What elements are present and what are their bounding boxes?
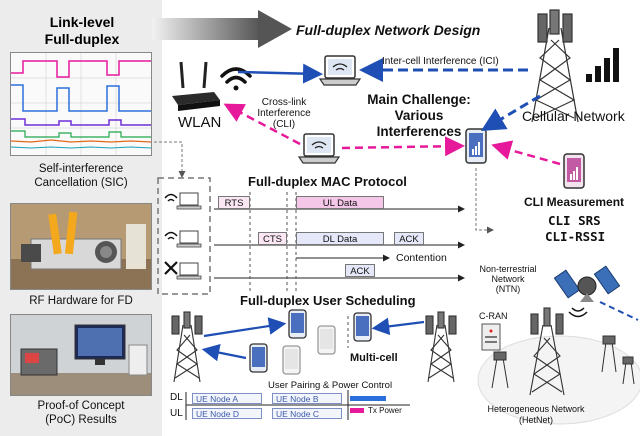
mac-devices-frame bbox=[157, 177, 211, 295]
phone-center-icon bbox=[465, 128, 487, 164]
sched-phone-4-icon bbox=[317, 325, 336, 355]
laptop-top-wifi-icon bbox=[332, 63, 348, 71]
wifi-signal-icon bbox=[220, 67, 252, 91]
dl-power-bar bbox=[350, 396, 386, 401]
cli-rssi-label: CLI-RSSI bbox=[545, 229, 606, 244]
satellite-icon bbox=[553, 265, 621, 302]
cli-measurement-title: CLI Measurement bbox=[524, 195, 625, 209]
hetnet-label: Heterogeneous Network (HetNet) bbox=[487, 404, 585, 425]
rf-hardware-image bbox=[11, 204, 151, 289]
poc-caption: Proof-of Concept (PoC) Results bbox=[37, 400, 125, 426]
small-cell-1-icon bbox=[491, 351, 509, 389]
ack-frame-2: ACK bbox=[345, 264, 375, 277]
ue-node-a-cell: UE Node A bbox=[192, 393, 262, 404]
main-challenge-label: Main Challenge: Various Interferences bbox=[367, 92, 471, 139]
laptop-top-icon bbox=[318, 55, 362, 86]
router-to-laptop-arrow bbox=[237, 63, 323, 84]
cli-measure-connector bbox=[475, 168, 494, 234]
cli-to-router-arrow bbox=[223, 103, 301, 146]
ul-power-bar bbox=[350, 408, 364, 413]
small-cell-3-icon bbox=[622, 356, 635, 385]
tx-power-label: Tx Power bbox=[368, 406, 402, 415]
sic-caption: Self-interference Cancellation (SIC) bbox=[34, 163, 128, 189]
ul-row-label: UL bbox=[170, 408, 183, 419]
sched-ul-arrow bbox=[201, 343, 247, 362]
poc-photo bbox=[10, 314, 152, 396]
sched-phone-3-icon bbox=[282, 345, 301, 375]
ntn-signal-icon bbox=[568, 307, 588, 318]
contention-label: Contention bbox=[396, 252, 447, 264]
pairing-label: User Pairing & Power Control bbox=[268, 380, 393, 391]
ntn-link bbox=[599, 301, 639, 321]
mac-device-3 bbox=[164, 261, 202, 280]
ack-frame-1: ACK bbox=[394, 232, 424, 245]
rf-hardware-photo bbox=[10, 203, 152, 290]
wlan-label: WLAN bbox=[178, 114, 222, 131]
mac-device-2 bbox=[164, 230, 202, 248]
scheduling-title: Full-duplex User Scheduling bbox=[240, 293, 416, 308]
ue-node-c-cell: UE Node C bbox=[272, 408, 342, 419]
mac-device-1 bbox=[164, 192, 202, 210]
small-cell-2-icon bbox=[601, 335, 617, 373]
network-design-title: Full-duplex Network Design bbox=[296, 22, 481, 38]
cts-frame: CTS bbox=[258, 232, 287, 245]
ul-data-frame: UL Data bbox=[296, 196, 384, 209]
sched-intercell-arrow bbox=[371, 317, 425, 336]
hetnet-tower-icon bbox=[529, 307, 565, 396]
mac-title: Full-duplex MAC Protocol bbox=[248, 174, 407, 189]
rts-frame: RTS bbox=[218, 196, 250, 209]
multi-cell-label: Multi-cell bbox=[350, 352, 398, 364]
sched-dl-arrow bbox=[203, 317, 287, 338]
tower-to-phone-arrow bbox=[480, 94, 541, 132]
link-to-network-arrow bbox=[152, 10, 292, 48]
laptop-middle-wifi-icon bbox=[311, 141, 327, 149]
sic-connector bbox=[154, 141, 186, 178]
cellular-label: Cellular Network bbox=[522, 108, 625, 124]
sic-waveform bbox=[10, 53, 152, 155]
sched-tower-right-icon bbox=[425, 311, 457, 383]
ntn-label: Non-terrestrial Network (NTN) bbox=[479, 264, 537, 294]
sched-phone-5-icon bbox=[353, 312, 372, 342]
wlan-router-icon bbox=[172, 61, 220, 111]
ici-label: Inter-cell Interference (ICI) bbox=[382, 56, 499, 67]
cli-to-phone-arrow bbox=[341, 136, 465, 157]
cellular-tower-icon bbox=[531, 9, 579, 123]
dl-row-label: DL bbox=[170, 392, 183, 403]
phone-cli-icon bbox=[563, 153, 585, 189]
laptop-middle-icon bbox=[297, 133, 341, 164]
link-level-title: Link-level Full-duplex bbox=[44, 14, 120, 47]
sched-phone-2-icon bbox=[249, 343, 268, 373]
ue-node-d-cell: UE Node D bbox=[192, 408, 262, 419]
cran-server-icon bbox=[481, 323, 501, 351]
ue-node-b-cell: UE Node B bbox=[272, 393, 342, 404]
cli-label: Cross-link Interference (CLI) bbox=[257, 97, 311, 130]
sched-tower-left-icon bbox=[171, 311, 203, 383]
rf-caption: RF Hardware for FD bbox=[29, 295, 133, 307]
cli-measure-arrow bbox=[491, 140, 561, 166]
signal-bars-icon bbox=[586, 48, 619, 82]
cran-label: C-RAN bbox=[479, 311, 508, 321]
sched-phone-1-icon bbox=[288, 309, 307, 339]
cli-srs-label: CLI SRS bbox=[548, 213, 601, 228]
sic-photo bbox=[10, 52, 152, 156]
dl-data-frame: DL Data bbox=[296, 232, 384, 245]
poc-image bbox=[11, 315, 151, 395]
hetnet-cloud bbox=[477, 335, 640, 425]
